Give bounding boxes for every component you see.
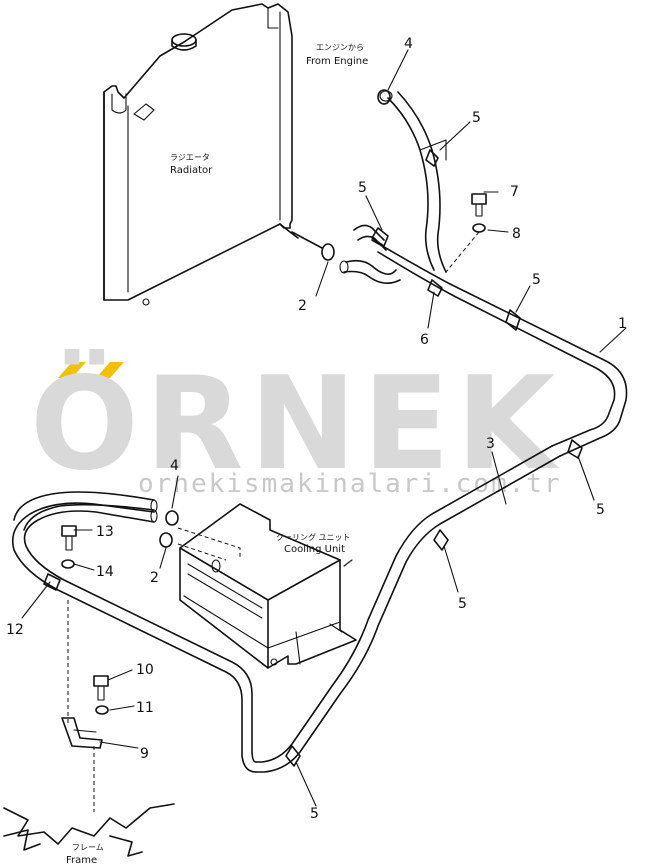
watermark-accent-right	[96, 362, 124, 378]
clamp-cooling-lower	[159, 532, 173, 548]
radiator: ラジエータ Radiator	[103, 3, 299, 306]
callout-10: 10	[136, 662, 154, 678]
callout-13: 13	[96, 524, 114, 540]
radiator-label-jp: ラジエータ	[170, 153, 210, 162]
washer-14	[61, 559, 75, 569]
callout-14: 14	[96, 564, 114, 580]
callout-7: 7	[510, 184, 519, 200]
cooling-unit-label-jp: クーリング ユニット	[276, 532, 351, 542]
bolt-13	[61, 525, 77, 551]
tube-12	[11, 491, 257, 773]
from-engine-label-en: From Engine	[306, 56, 368, 67]
callout-3: 3	[486, 436, 495, 452]
callout-5-radiator-hose: 5	[358, 180, 367, 196]
callout-6: 6	[420, 332, 429, 348]
callout-5-tube-1: 5	[532, 272, 541, 288]
cooling-unit-label-en: Cooling Unit	[284, 544, 345, 555]
callout-2-top: 2	[298, 298, 307, 314]
cooling-unit	[177, 503, 357, 669]
callout-5-engine-hose: 5	[472, 110, 481, 126]
callout-2-cooling: 2	[150, 570, 159, 586]
washer-8	[472, 223, 486, 233]
watermark-brand: ÖRNEK	[30, 349, 561, 499]
watermark-website: ornekismakinalari.com.tr	[138, 469, 562, 499]
callout-5-center: 5	[458, 596, 467, 612]
from-engine-label-jp: エンジンから	[316, 43, 364, 52]
watermark-accent-left	[58, 362, 86, 378]
clamp-cooling-upper	[165, 510, 179, 526]
leader-lines	[21, 49, 627, 807]
callout-5-right: 5	[596, 502, 605, 518]
frame	[3, 803, 175, 857]
callout-5-bottom: 5	[310, 806, 319, 822]
bolt-7	[471, 193, 487, 217]
bracket-9	[61, 717, 103, 749]
frame-label-en: Frame	[66, 855, 97, 866]
callout-4-cooling: 4	[170, 458, 179, 474]
callout-11: 11	[136, 700, 154, 716]
washer-11	[95, 705, 109, 715]
callout-12: 12	[6, 622, 24, 638]
callout-8: 8	[512, 226, 521, 242]
callouts: 4 5 5 7 8 2 6 5 1 3 5 5 5 4 2 13 14 12 1…	[6, 36, 627, 822]
radiator-label-en: Radiator	[170, 165, 213, 176]
frame-label-jp: フレーム	[72, 843, 104, 852]
tube-3	[255, 445, 561, 773]
callout-9: 9	[140, 746, 149, 762]
tube-1	[371, 239, 628, 457]
callout-1: 1	[618, 316, 627, 332]
watermark: ÖRNEK ornekismakinalari.com.tr	[30, 349, 562, 499]
callout-4-top: 4	[404, 36, 413, 52]
clamps	[43, 149, 583, 767]
engine-hose	[379, 90, 447, 273]
clamp-engine	[377, 89, 391, 105]
bolt-10	[93, 675, 109, 701]
radiator-hose	[291, 224, 401, 284]
